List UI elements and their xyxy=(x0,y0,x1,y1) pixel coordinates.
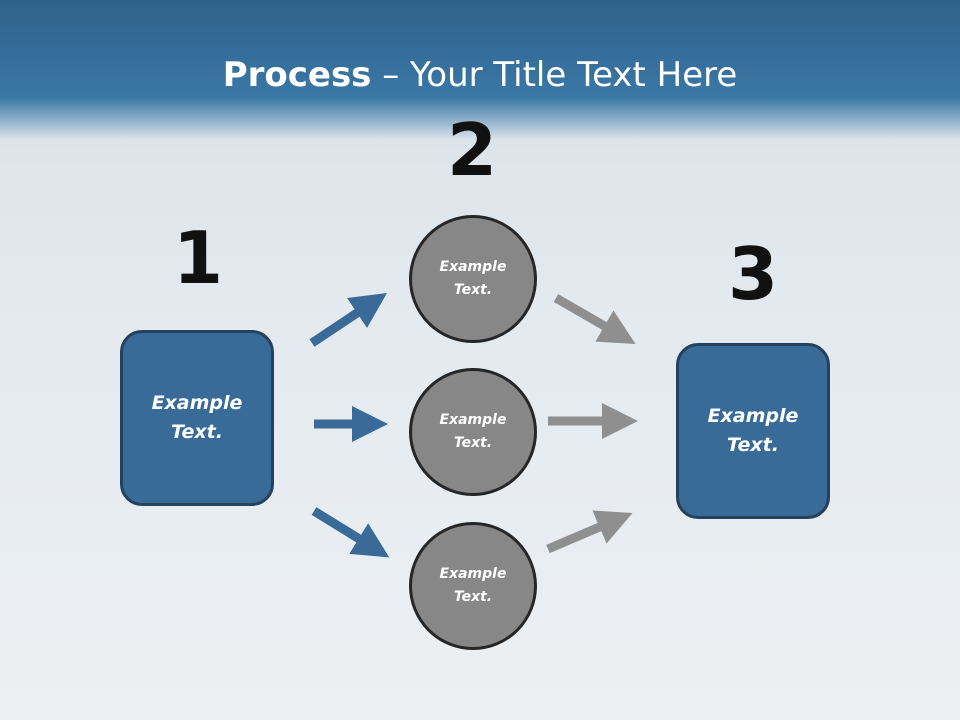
step-2-circle-middle: Example Text. xyxy=(409,368,537,496)
arrow-to-circle-3 xyxy=(311,507,390,558)
arrow-to-circle-1 xyxy=(309,293,387,347)
step-3-box: Example Text. xyxy=(676,343,830,519)
step-3-line2: Text. xyxy=(727,434,779,456)
arrow-from-circle-1 xyxy=(553,294,636,345)
circle-middle-line2: Text. xyxy=(453,435,493,451)
step-3-line1: Example xyxy=(707,405,799,427)
step-number-1: 1 xyxy=(172,216,224,300)
title-bar xyxy=(0,0,960,140)
slide-title: Process – Your Title Text Here xyxy=(0,52,960,98)
title-rest: – Your Title Text Here xyxy=(371,55,738,95)
circle-top-line2: Text. xyxy=(453,282,493,298)
circle-middle-line1: Example xyxy=(439,412,507,428)
step-1-line1: Example xyxy=(151,392,243,414)
step-2-circle-bottom: Example Text. xyxy=(409,522,537,650)
title-bold: Process xyxy=(222,55,372,95)
circle-top-line1: Example xyxy=(439,259,507,275)
circle-bottom-line2: Text. xyxy=(453,589,493,605)
step-1-box: Example Text. xyxy=(120,330,274,506)
circle-bottom-line1: Example xyxy=(439,566,507,582)
step-number-3: 3 xyxy=(727,232,779,316)
step-number-2: 2 xyxy=(446,108,498,192)
arrow-from-circle-3 xyxy=(546,510,633,554)
step-2-circle-top: Example Text. xyxy=(409,215,537,343)
step-1-line2: Text. xyxy=(171,421,223,443)
